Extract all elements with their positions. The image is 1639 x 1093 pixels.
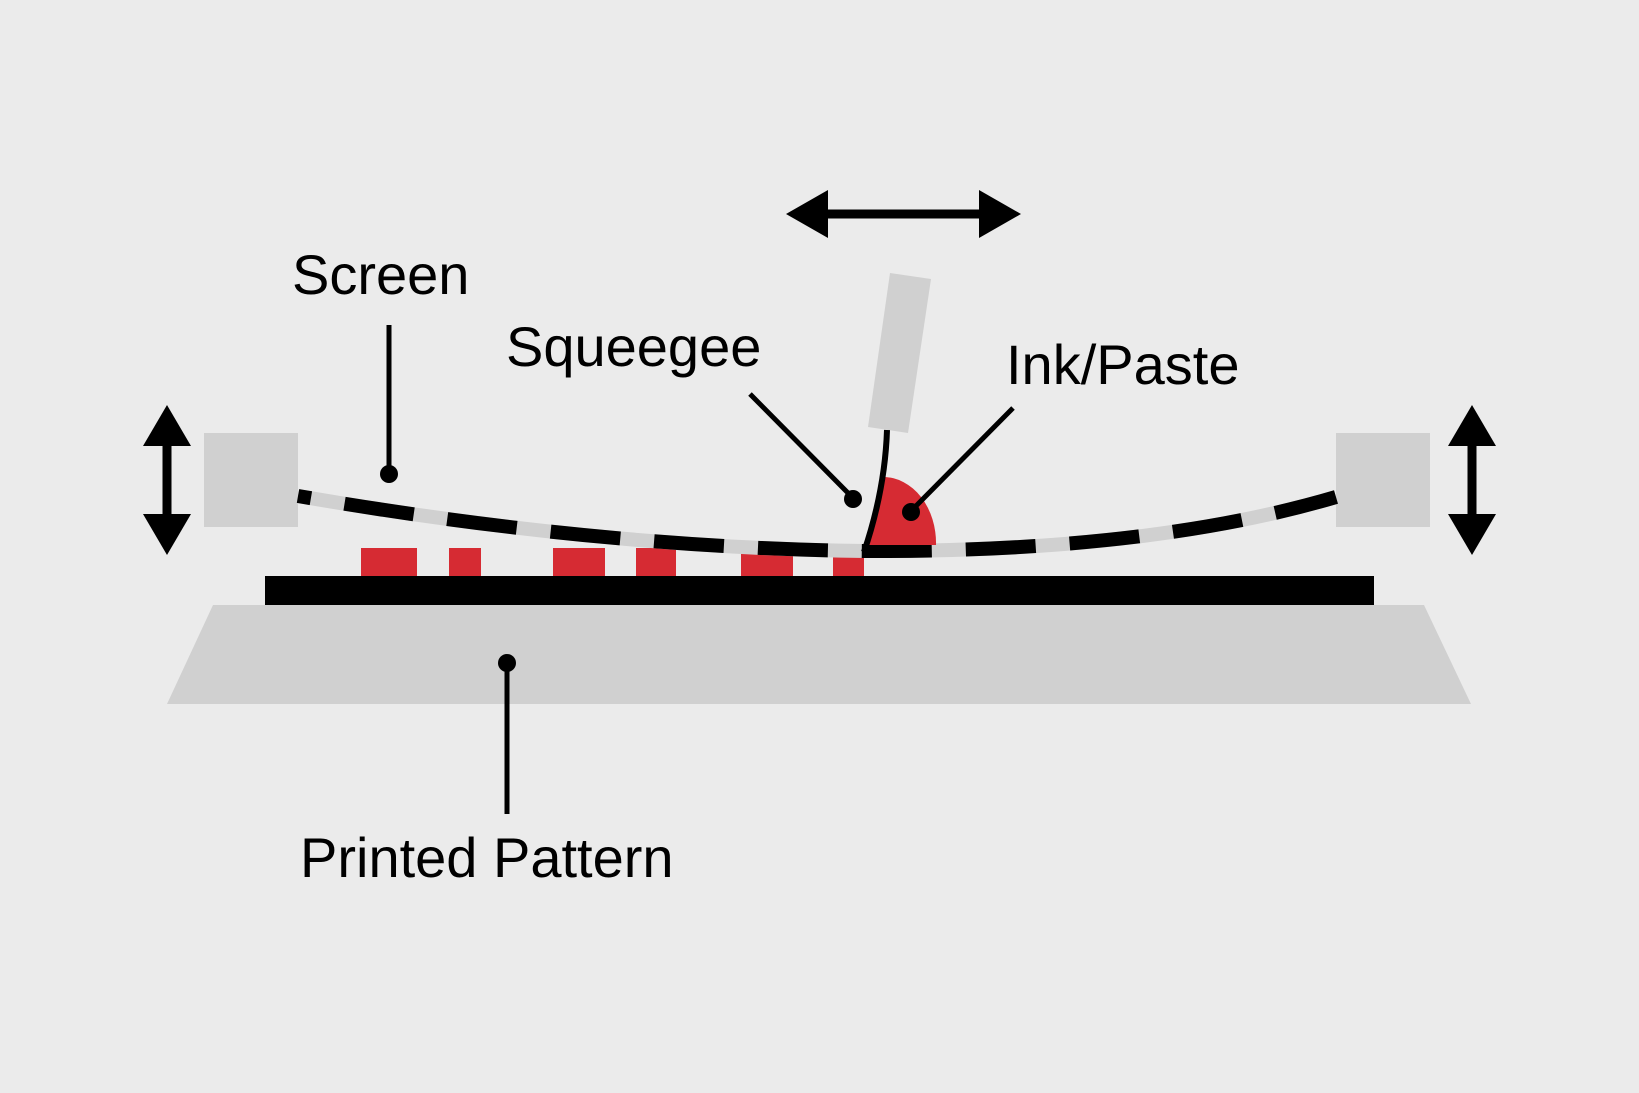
double-arrow-horizontal-icon	[786, 190, 1021, 238]
print-table-base	[167, 605, 1471, 704]
printed-deposit	[449, 548, 481, 576]
printed-deposit	[361, 548, 417, 576]
printed-pattern-label: Printed Pattern	[300, 826, 674, 889]
squeegee-handle	[868, 273, 931, 433]
substrate-plate	[265, 576, 1374, 605]
ink-paste-bead	[866, 477, 937, 545]
squeegee-leader	[748, 392, 862, 508]
double-arrow-vertical-icon	[1448, 405, 1496, 555]
printed-pattern-deposits	[361, 548, 864, 576]
ink-paste-label: Ink/Paste	[1006, 333, 1239, 396]
printed-deposit	[553, 548, 605, 576]
screen-label: Screen	[292, 243, 469, 306]
screen-mesh-dashes	[296, 489, 1338, 559]
printed-pattern-leader	[498, 654, 516, 814]
screen-frame-right	[1336, 433, 1430, 527]
squeegee-blade	[861, 429, 890, 553]
screen-frame-left	[204, 433, 298, 527]
screen-leader	[380, 325, 398, 483]
double-arrow-vertical-icon	[143, 405, 191, 555]
ink-paste-leader	[902, 406, 1015, 521]
printed-deposit	[636, 548, 676, 576]
squeegee-label: Squeegee	[506, 315, 761, 378]
